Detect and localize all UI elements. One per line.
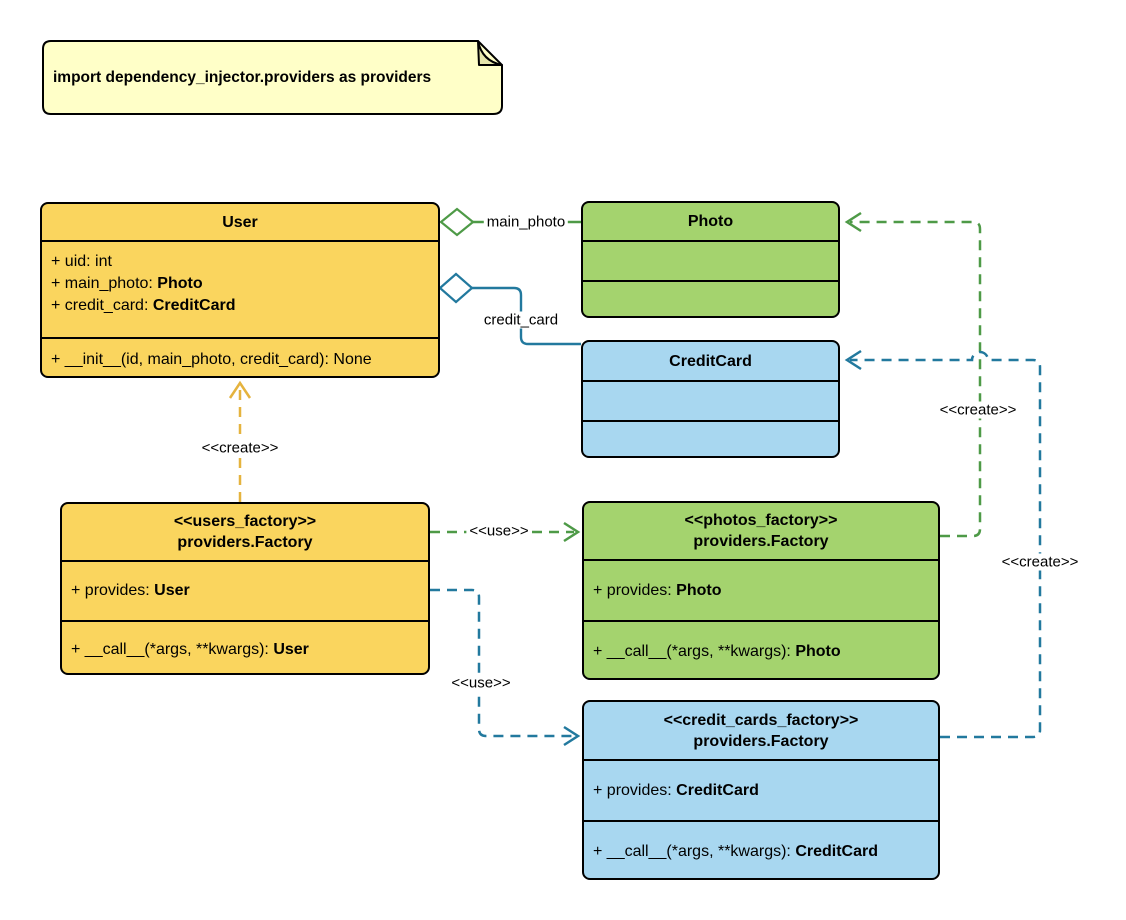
class-credit-card: CreditCard — [581, 340, 840, 458]
method-row: + __init__(id, main_photo, credit_card):… — [51, 349, 429, 371]
method-type: User — [273, 640, 309, 658]
stereotype-label: <<photos_factory>> — [684, 512, 838, 529]
note-text: import dependency_injector.providers as … — [53, 68, 432, 86]
method-text: + __call__(*args, **kwargs): — [593, 643, 796, 660]
stereotype-label: <<credit_cards_factory>> — [663, 711, 859, 729]
attribute-row: + uid: int — [51, 251, 429, 273]
attribute-text: + provides: — [71, 582, 155, 599]
edge-label-use-credit-cards: <<use>> — [448, 674, 514, 692]
class-name-label: providers.Factory — [177, 534, 313, 551]
class-user: User + uid: int + main_photo: Photo + cr… — [40, 202, 440, 378]
attribute-row: + credit_card: CreditCard — [51, 295, 429, 317]
arrowhead-use-photos — [563, 521, 581, 543]
edge-label-use-photos: <<use>> — [466, 522, 532, 540]
edge-label-main-photo: main_photo — [483, 213, 569, 231]
edge-label-credit-card: credit_card — [480, 311, 562, 329]
attribute-row: + provides: Photo — [593, 580, 929, 602]
class-photos-factory-attributes: + provides: Photo — [584, 559, 938, 620]
edge-create-photo-line — [850, 220, 982, 538]
note-fold-icon — [477, 40, 503, 66]
method-row: + __call__(*args, **kwargs): User — [71, 639, 419, 661]
class-users-factory-title: <<users_factory>> providers.Factory — [62, 504, 428, 560]
method-row: + __call__(*args, **kwargs): CreditCard — [593, 841, 929, 863]
class-name-label: providers.Factory — [693, 533, 829, 550]
attribute-row: + provides: User — [71, 580, 419, 602]
note-body — [42, 40, 503, 115]
edge-use-credit-cards-line — [430, 588, 574, 738]
class-users-factory: <<users_factory>> providers.Factory + pr… — [60, 502, 430, 675]
method-text: + __call__(*args, **kwargs): — [593, 843, 796, 860]
empty-methods-compartment — [583, 420, 838, 456]
class-name-label: providers.Factory — [693, 732, 829, 750]
aggregation-diamond-credit-card — [438, 272, 474, 304]
class-user-title: User — [222, 213, 258, 231]
class-credit-cards-factory-attributes: + provides: CreditCard — [584, 759, 938, 820]
arrowhead-create-user — [228, 380, 252, 399]
attribute-row: + main_photo: Photo — [51, 273, 429, 295]
class-photos-factory-methods: + __call__(*args, **kwargs): Photo — [584, 620, 938, 678]
class-users-factory-methods: + __call__(*args, **kwargs): User — [62, 620, 428, 673]
method-text: + __call__(*args, **kwargs): — [71, 640, 274, 658]
class-photos-factory: <<photos_factory>> providers.Factory + p… — [582, 501, 940, 680]
arrowhead-use-credit-cards — [563, 725, 581, 747]
attribute-type: CreditCard — [676, 781, 759, 799]
method-text: + __init__(id, main_photo, credit_card):… — [51, 350, 372, 368]
attribute-type: Photo — [157, 275, 203, 292]
class-photo: Photo — [581, 201, 840, 318]
class-credit-cards-factory-title: <<credit_cards_factory>> providers.Facto… — [584, 702, 938, 759]
class-user-attributes: + uid: int + main_photo: Photo + credit_… — [42, 240, 438, 337]
attribute-row: + provides: CreditCard — [593, 780, 929, 802]
empty-attributes-compartment — [583, 380, 838, 420]
note-shape — [42, 40, 503, 115]
attribute-text: + uid: int — [51, 253, 112, 270]
arrowhead-create-credit-card — [844, 349, 862, 371]
class-photos-factory-title: <<photos_factory>> providers.Factory — [584, 503, 938, 559]
note: import dependency_injector.providers as … — [42, 40, 503, 115]
class-users-factory-attributes: + provides: User — [62, 560, 428, 620]
edge-label-create-photo: <<create>> — [936, 401, 1020, 419]
stereotype-label: <<users_factory>> — [173, 513, 317, 530]
empty-attributes-compartment — [583, 240, 838, 280]
method-type: CreditCard — [795, 843, 878, 860]
attribute-type: User — [154, 582, 190, 599]
edge-label-create-credit-card: <<create>> — [998, 553, 1082, 571]
aggregation-diamond-main-photo — [439, 207, 475, 237]
attribute-type: Photo — [676, 581, 722, 599]
empty-methods-compartment — [583, 280, 838, 316]
attribute-text: + provides: — [593, 781, 677, 799]
method-type: Photo — [795, 643, 841, 660]
class-photo-title: Photo — [687, 213, 734, 230]
class-credit-cards-factory: <<credit_cards_factory>> providers.Facto… — [582, 700, 940, 880]
edge-label-create-user: <<create>> — [198, 439, 282, 457]
attribute-type: CreditCard — [152, 297, 236, 314]
method-row: + __call__(*args, **kwargs): Photo — [593, 641, 929, 663]
class-credit-cards-factory-methods: + __call__(*args, **kwargs): CreditCard — [584, 820, 938, 878]
arrowhead-create-photo — [844, 211, 862, 233]
class-user-methods: + __init__(id, main_photo, credit_card):… — [42, 337, 438, 376]
attribute-text: + credit_card: — [51, 297, 153, 314]
attribute-text: + main_photo: — [51, 275, 158, 292]
class-credit-card-title: CreditCard — [669, 352, 752, 370]
attribute-text: + provides: — [593, 581, 677, 599]
